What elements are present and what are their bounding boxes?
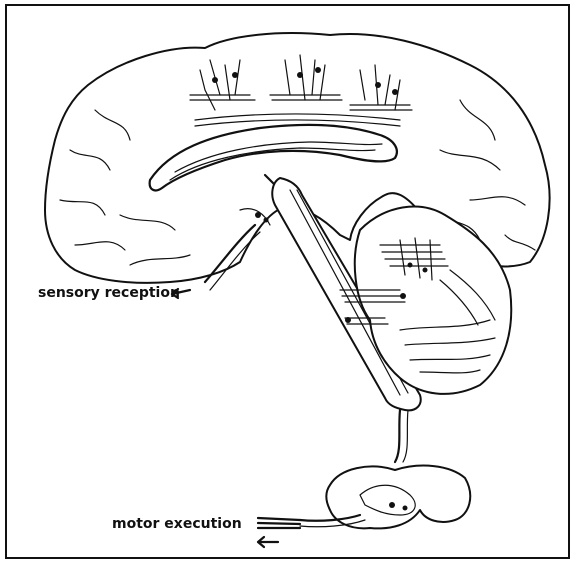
motor-output-lines [258,518,300,528]
pontine-node [400,293,406,299]
sensory-reception-label: sensory reception [38,285,180,301]
motor-execution-label: motor execution [112,516,242,532]
spinal-tract [403,410,408,462]
pontine-node [345,317,351,323]
motor-neuron [403,506,408,511]
motor-neuron [389,502,395,508]
motor-arrow [258,537,278,547]
spinal-tract [395,410,400,462]
